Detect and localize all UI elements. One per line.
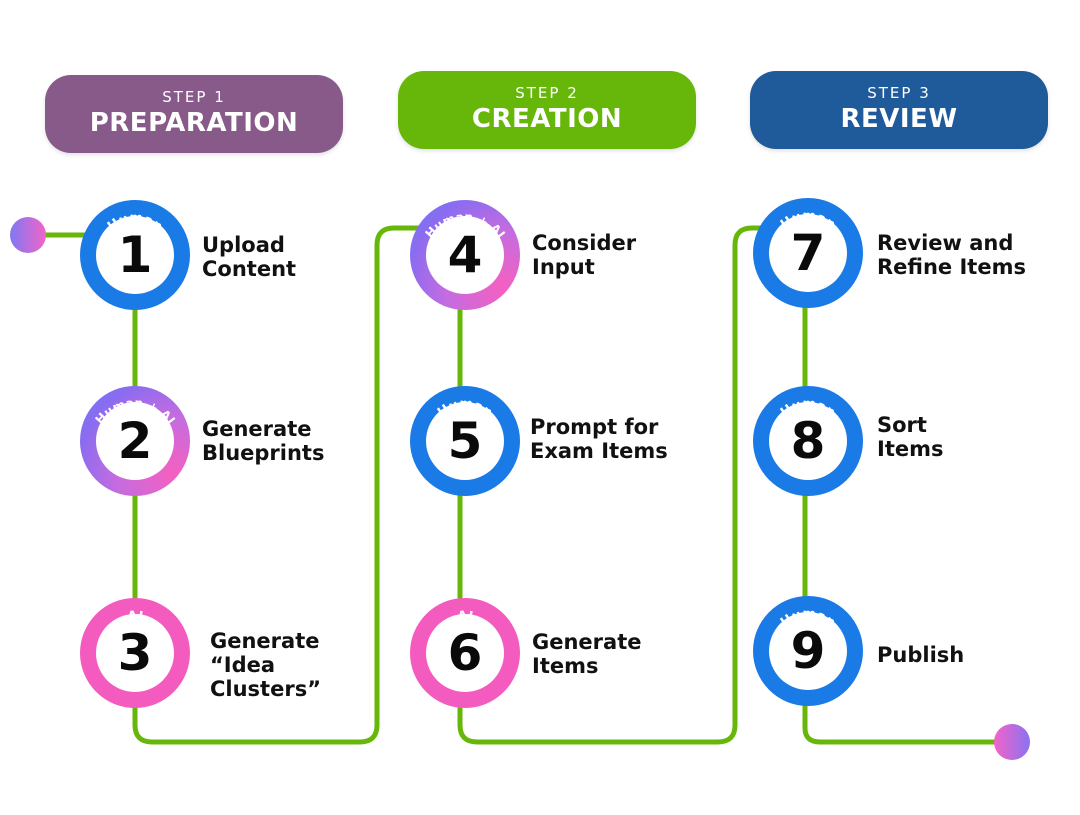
connector-col2	[457, 225, 783, 745]
label-line: Generate	[210, 629, 320, 653]
label-line: Consider	[532, 231, 637, 255]
node-number: 1	[117, 226, 153, 284]
label-line: Input	[532, 255, 595, 279]
node-2-label: Generate Blueprints	[202, 417, 324, 465]
node-4-circle: Human + AI 4	[410, 200, 520, 310]
label-line: Items	[532, 654, 599, 678]
label-line: Generate	[532, 630, 642, 654]
label-line: Items	[877, 437, 944, 461]
node-6-circle: AI 6	[410, 598, 520, 708]
node-7-label: Review and Refine Items	[877, 231, 1026, 279]
node-number: 7	[790, 224, 826, 282]
node-1-label: Upload Content	[202, 233, 296, 281]
node-number: 5	[447, 412, 483, 470]
node-number: 3	[117, 624, 153, 682]
node-5-circle: Human 5	[410, 386, 520, 496]
connector-col1	[132, 225, 443, 745]
node-3-circle: AI 3	[80, 598, 190, 708]
node-number: 8	[790, 412, 826, 470]
node-number: 6	[447, 624, 483, 682]
node-2-circle: Human + AI 2	[80, 386, 190, 496]
step-header-creation: STEP 2 CREATION	[398, 71, 696, 149]
node-9-label: Publish	[877, 643, 964, 667]
label-line: Blueprints	[202, 441, 325, 465]
label-line: Generate	[202, 417, 312, 441]
label-line: Sort	[877, 413, 927, 437]
node-6-label: Generate Items	[532, 630, 641, 678]
label-line: Review and	[877, 231, 1014, 255]
node-5-label: Prompt for Exam Items	[530, 415, 668, 463]
label-line: Publish	[877, 643, 965, 667]
node-9-circle: Human 9	[753, 596, 863, 706]
step-title: REVIEW	[840, 104, 958, 134]
label-line: Upload	[202, 233, 285, 257]
node-1-circle: Human 1	[80, 200, 190, 310]
label-line: “Idea	[210, 653, 276, 677]
start-dot	[10, 217, 46, 253]
node-number: 9	[790, 622, 826, 680]
step-title: PREPARATION	[89, 108, 299, 138]
step-number-label: STEP 1	[162, 88, 226, 106]
step-number-label: STEP 3	[867, 84, 931, 102]
label-line: Exam Items	[530, 439, 668, 463]
node-8-circle: Human 8	[753, 386, 863, 496]
node-8-label: Sort Items	[877, 413, 943, 461]
node-number: 4	[447, 226, 483, 284]
label-line: Content	[202, 257, 297, 281]
step-number-label: STEP 2	[515, 84, 579, 102]
step-header-preparation: STEP 1 PREPARATION	[45, 75, 343, 153]
node-3-label: Generate “Idea Clusters”	[210, 629, 321, 701]
end-dot	[994, 724, 1030, 760]
step-header-review: STEP 3 REVIEW	[750, 71, 1048, 149]
label-line: Refine Items	[877, 255, 1026, 279]
label-line: Prompt for	[530, 415, 659, 439]
connector-col3	[802, 287, 1003, 745]
node-number: 2	[117, 412, 153, 470]
step-title: CREATION	[471, 104, 623, 134]
label-line: Clusters”	[210, 677, 321, 701]
node-7-circle: Human 7	[753, 198, 863, 308]
node-4-label: Consider Input	[532, 231, 636, 279]
